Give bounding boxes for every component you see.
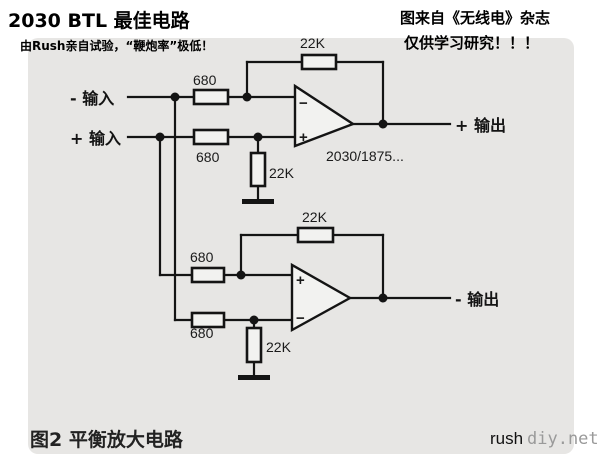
label-top-feedback: 22K bbox=[300, 35, 326, 51]
junction-top-gnd bbox=[253, 132, 263, 142]
label-bottom-ground: 22K bbox=[266, 339, 292, 355]
ground-symbol-bottom bbox=[238, 375, 270, 380]
opamp-top-plus-pin: + bbox=[299, 129, 308, 146]
output-positive-label: + 输出 bbox=[455, 116, 506, 135]
junction-bot-fb bbox=[236, 270, 246, 280]
label-amp-part: 2030/1875... bbox=[326, 148, 404, 164]
resistor-bottom-input-inv bbox=[190, 266, 226, 284]
watermark-site: diy.net bbox=[527, 429, 599, 449]
label-top-ground: 22K bbox=[269, 165, 295, 181]
junction-pos-bus bbox=[155, 132, 165, 142]
input-positive-label: + 输入 bbox=[70, 129, 121, 148]
junction-top-fb bbox=[242, 92, 252, 102]
header-subtitle: 由Rush亲自试验，“鞭炮率”极低！ bbox=[20, 38, 213, 53]
junction-bot-out bbox=[378, 293, 388, 303]
junction-neg-bus bbox=[170, 92, 180, 102]
resistor-top-input-inv bbox=[192, 88, 230, 106]
label-bottom-input-noninv: 680 bbox=[190, 325, 214, 341]
resistor-top-ground bbox=[249, 151, 267, 188]
label-bottom-input-inv: 680 bbox=[190, 249, 214, 265]
input-negative-label: - 输入 bbox=[70, 89, 114, 108]
opamp-bottom-plus-pin: + bbox=[296, 272, 305, 289]
resistor-bottom-input-noninv bbox=[190, 311, 226, 329]
resistor-top-feedback bbox=[300, 53, 338, 71]
label-bottom-feedback: 22K bbox=[302, 209, 328, 225]
header-purpose: 仅供学习研究！！！ bbox=[403, 34, 539, 52]
opamp-bottom-minus-pin: − bbox=[296, 310, 305, 327]
junction-top-out bbox=[378, 119, 388, 129]
junction-bot-gnd bbox=[249, 315, 259, 325]
resistor-bottom-feedback bbox=[296, 226, 335, 244]
label-top-input-noninv: 680 bbox=[196, 149, 220, 165]
ground-symbol-top bbox=[242, 199, 274, 204]
resistor-bottom-ground bbox=[245, 326, 263, 364]
output-negative-label: - 输出 bbox=[455, 290, 499, 309]
opamp-bottom bbox=[290, 262, 353, 333]
watermark-name: rush bbox=[490, 429, 523, 448]
header-title: 2030 BTL 最佳电路 bbox=[8, 9, 191, 32]
opamp-top-minus-pin: − bbox=[299, 95, 308, 112]
label-top-input-inv: 680 bbox=[193, 72, 217, 88]
opamp-top bbox=[293, 83, 356, 148]
wires bbox=[126, 60, 452, 378]
resistor-top-input-noninv bbox=[192, 128, 230, 146]
header-source: 图来自《无线电》杂志 bbox=[400, 9, 550, 27]
figure-caption: 图2 平衡放大电路 bbox=[30, 428, 184, 451]
